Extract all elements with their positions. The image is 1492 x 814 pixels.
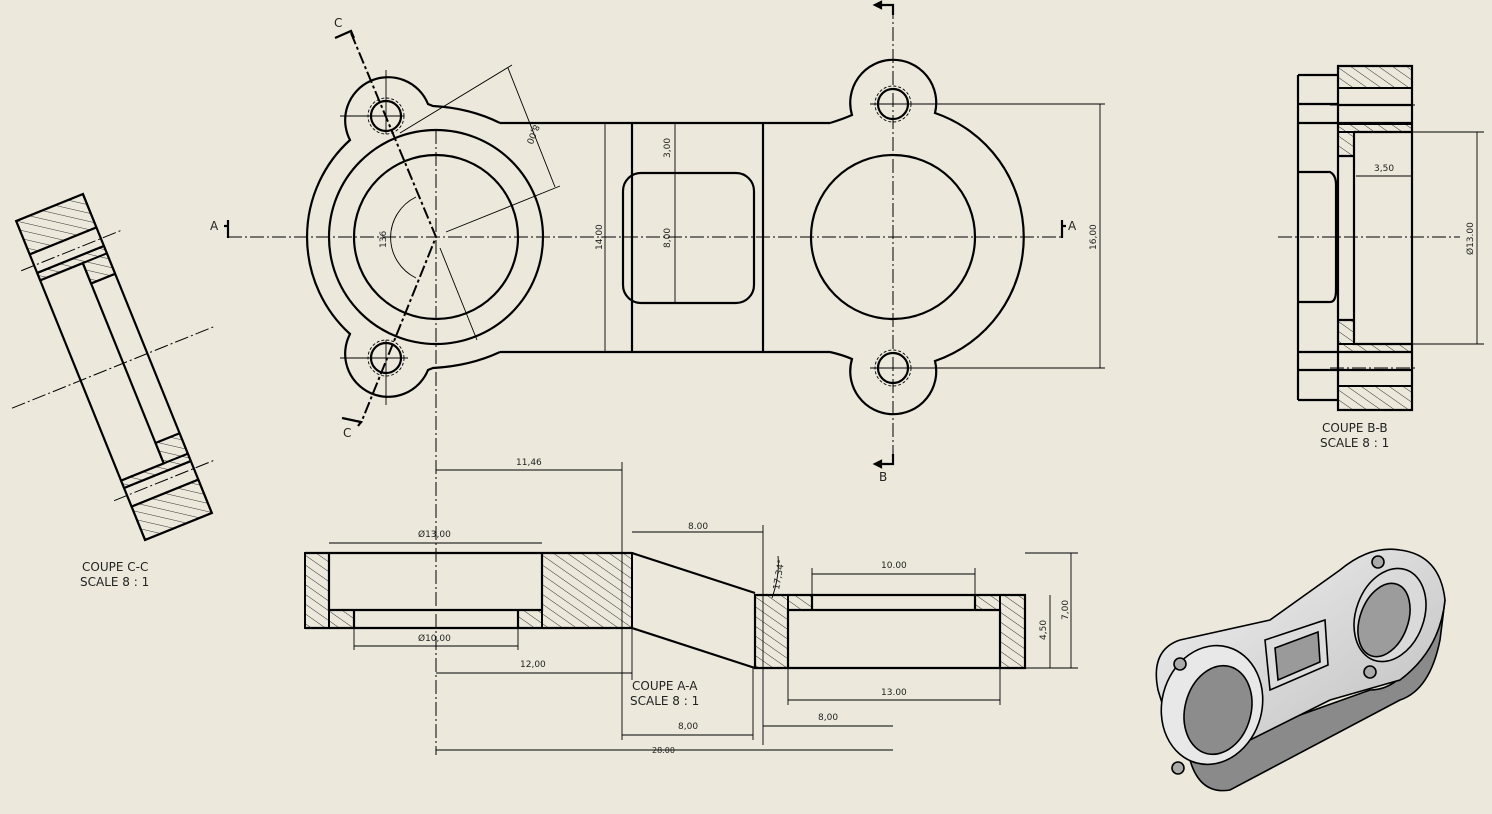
c-bottom-label: C	[343, 426, 351, 440]
section-bb-outline	[1296, 64, 1414, 412]
dim-depth-3-5: 3,50	[1374, 164, 1394, 174]
dim-hole-left: Ø10,00	[418, 633, 451, 644]
top-view: C C A A B 8,00 136 14,00 3,00 8,00 16,00	[210, 0, 1105, 755]
bolt-hole-left-top	[340, 70, 405, 135]
section-b-b: 3,50 Ø13.00 COUPE B-B SCALE 8 : 1	[1278, 64, 1484, 450]
dim-8-right: 8,00	[818, 713, 838, 723]
bolt-hole-right-top	[870, 85, 1105, 123]
bolt-hole-right-bottom	[870, 349, 1105, 387]
bolt-hole-left-bottom	[340, 339, 408, 405]
dim-bore-left: Ø13,00	[418, 529, 451, 540]
dimension-lines-bb	[1356, 131, 1484, 345]
section-c-c: COUPE C-C SCALE 8 : 1	[11, 192, 217, 589]
b-bottom-arrow-icon	[872, 454, 895, 469]
c-top-arrow-icon	[334, 29, 356, 40]
right-flange-outline	[829, 58, 1025, 416]
arm-window	[621, 171, 756, 305]
a-left-label: A	[210, 219, 219, 233]
dim-12: 12,00	[520, 660, 546, 670]
a-right-label: A	[1068, 219, 1077, 233]
dim-hole-right: 10.00	[881, 561, 907, 571]
dim-height-4-5: 4,50	[1039, 620, 1049, 640]
left-boss-circle	[327, 128, 545, 346]
dim-angle-136: 136	[379, 231, 389, 248]
dim-slope-length: 8.00	[688, 522, 708, 532]
dim-8-mid: 8,00	[678, 722, 698, 732]
left-flange-outline	[306, 76, 501, 398]
b-bottom-label: B	[879, 470, 887, 484]
b-top-arrow-icon	[872, 0, 895, 15]
section-aa-outline	[305, 551, 1027, 670]
section-aa-scale: SCALE 8 : 1	[630, 694, 699, 708]
a-right-arrow-icon	[1060, 220, 1066, 238]
cutting-plane-c	[350, 32, 438, 424]
section-cc-scale: SCALE 8 : 1	[80, 575, 149, 589]
dimension-lines-top	[390, 64, 1101, 368]
c-bottom-arrow-icon	[341, 416, 363, 427]
dim-height-7: 7,00	[1061, 600, 1071, 620]
section-a-a: 11,46 Ø13,00 Ø10,00 12,00 8.00 17,34° 10…	[304, 458, 1078, 755]
section-bb-scale: SCALE 8 : 1	[1320, 436, 1389, 450]
section-cc-caption: COUPE C-C	[82, 560, 148, 574]
a-left-arrow-icon	[224, 220, 230, 238]
section-aa-caption: COUPE A-A	[632, 679, 698, 693]
dim-angle-17-34: 17,34°	[772, 559, 787, 591]
c-top-label: C	[334, 16, 342, 30]
dim-arm-width: 14,00	[595, 224, 605, 250]
isometric-3d-view	[1155, 548, 1446, 792]
dim-window-height: 8,00	[663, 228, 673, 248]
dim-ear-offset: 8,00	[524, 123, 541, 146]
dim-overall-28: 28.00	[652, 746, 675, 755]
dimension-lines-aa	[329, 462, 1078, 751]
dim-11-46: 11,46	[516, 458, 542, 468]
dim-bore-right: 13.00	[881, 688, 907, 698]
left-bore-circle	[352, 153, 520, 321]
right-bore-circle	[809, 153, 977, 321]
dim-window-offset: 3,00	[663, 138, 673, 158]
section-bb-caption: COUPE B-B	[1322, 421, 1388, 435]
dim-bore-13: Ø13.00	[1465, 222, 1476, 255]
dim-bolt-spacing: 16,00	[1089, 224, 1099, 250]
